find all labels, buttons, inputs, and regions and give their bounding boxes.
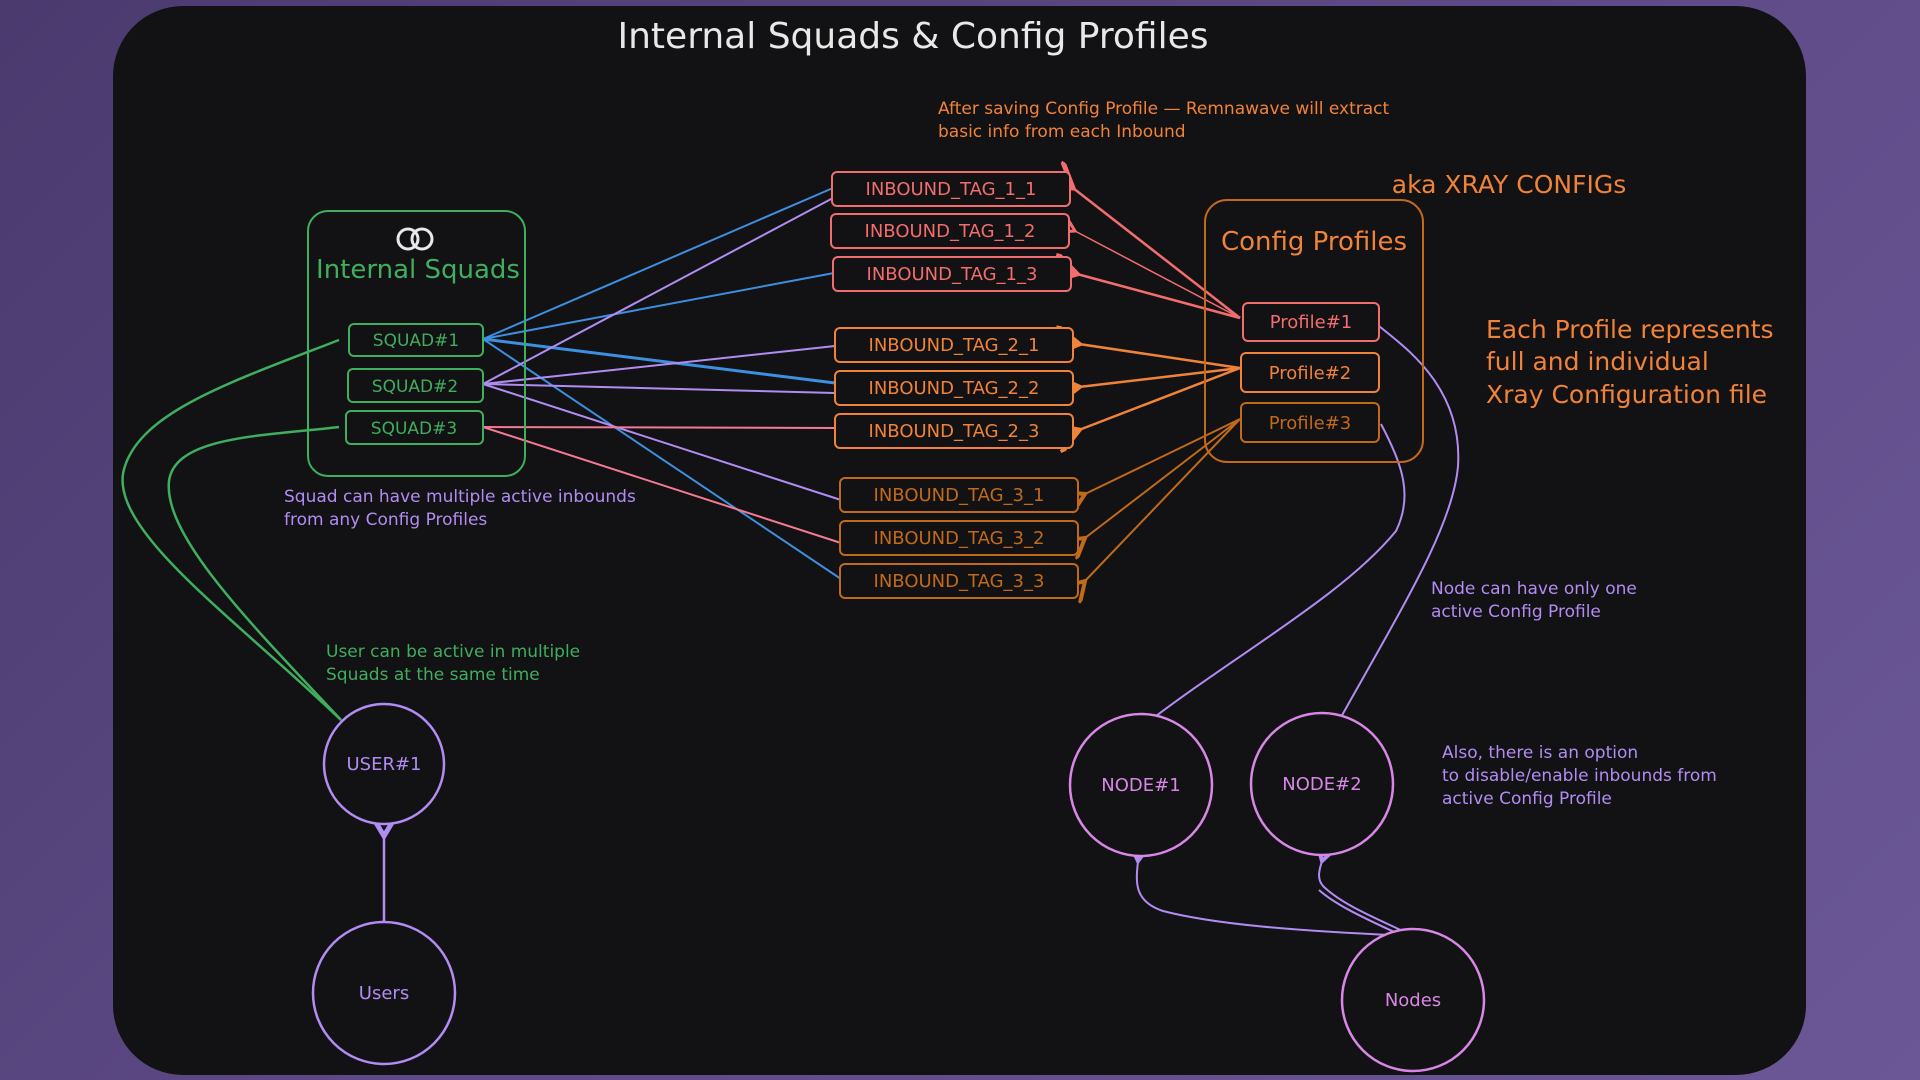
link-rings-icon — [396, 227, 434, 251]
svg-text:from any Config Profiles: from any Config Profiles — [284, 510, 487, 530]
link-squad2-inbound-2-1 — [482, 345, 836, 385]
users-label: Users — [359, 983, 409, 1004]
svg-text:to disable/enable inbounds fro: to disable/enable inbounds from — [1442, 766, 1717, 786]
svg-text:Squads at the same time: Squads at the same time — [326, 665, 540, 685]
link-squad1-inbound-1-1 — [482, 187, 834, 340]
squad-inbound-links — [482, 187, 842, 580]
inbound-label: INBOUND_TAG_3_3 — [874, 571, 1045, 592]
users-node[interactable]: Users — [311, 920, 457, 1066]
profile-3[interactable]: Profile#3 — [1240, 402, 1380, 443]
config-profiles-title: Config Profiles — [1221, 227, 1407, 257]
diagram-title: Internal Squads & Config Profiles — [618, 16, 1209, 57]
node-profile-links — [1142, 325, 1460, 727]
svg-text:active Config Profile: active Config Profile — [1431, 602, 1601, 622]
inbound-1-1[interactable]: INBOUND_TAG_1_1 — [831, 171, 1071, 207]
svg-text:Squad can have multiple active: Squad can have multiple active inbounds — [284, 487, 636, 507]
squad-2[interactable]: SQUAD#2 — [347, 368, 484, 403]
inbound-3-3[interactable]: INBOUND_TAG_3_3 — [839, 563, 1079, 599]
config-profiles-group: Config Profiles — [1204, 199, 1424, 463]
svg-text:Each Profile represents: Each Profile represents — [1486, 315, 1774, 344]
user-squad-links — [121, 338, 342, 721]
inbound-2-1[interactable]: INBOUND_TAG_2_1 — [834, 327, 1074, 363]
note-squad-inbounds: Squad can have multiple active inbounds … — [284, 487, 636, 530]
diagram-canvas: Internal Squads & Config Profiles — [113, 6, 1806, 1075]
inbound-3-1[interactable]: INBOUND_TAG_3_1 — [839, 477, 1079, 513]
link-squad1-inbound-3-3 — [482, 338, 842, 580]
nodes-label: Nodes — [1385, 990, 1441, 1011]
svg-text:active Config Profile: active Config Profile — [1442, 789, 1612, 809]
svg-text:User can be active in multiple: User can be active in multiple — [326, 642, 580, 662]
link-squad2-inbound-3-1 — [482, 383, 842, 501]
node1-node[interactable]: NODE#1 — [1068, 712, 1214, 858]
squad-3[interactable]: SQUAD#3 — [345, 410, 484, 445]
svg-text:Node can have only one: Node can have only one — [1431, 579, 1637, 599]
inbound-label: INBOUND_TAG_3_1 — [874, 485, 1045, 506]
inbound-label: INBOUND_TAG_2_3 — [869, 421, 1040, 442]
link-squad3-inbound-3-2 — [482, 426, 842, 544]
profile-label: Profile#1 — [1270, 312, 1353, 333]
profile-2[interactable]: Profile#2 — [1240, 352, 1380, 393]
inbound-1-3[interactable]: INBOUND_TAG_1_3 — [832, 256, 1072, 292]
inbound-label: INBOUND_TAG_2_1 — [869, 335, 1040, 356]
nodes-node[interactable]: Nodes — [1340, 927, 1486, 1073]
node1-label: NODE#1 — [1101, 775, 1180, 796]
squad-label: SQUAD#1 — [373, 331, 459, 351]
nodes-arrows — [1137, 861, 1414, 940]
inbound-label: INBOUND_TAG_1_1 — [866, 179, 1037, 200]
inbound-1-2[interactable]: INBOUND_TAG_1_2 — [830, 213, 1070, 249]
internal-squads-group: Internal Squads — [307, 210, 526, 477]
profile-inbound-arrows — [1073, 188, 1241, 581]
inbound-label: INBOUND_TAG_3_2 — [874, 528, 1045, 549]
svg-text:After saving Config Profile —: After saving Config Profile — Remnawave … — [938, 99, 1389, 119]
node2-label: NODE#2 — [1282, 774, 1361, 795]
squad-1[interactable]: SQUAD#1 — [348, 323, 484, 357]
profile-1[interactable]: Profile#1 — [1242, 302, 1380, 342]
link-squad2-inbound-2-2 — [482, 383, 836, 394]
note-each-profile: Each Profile represents full and individ… — [1486, 315, 1774, 409]
inbound-label: INBOUND_TAG_2_2 — [869, 378, 1040, 399]
user1-node[interactable]: USER#1 — [322, 702, 446, 826]
inbound-2-2[interactable]: INBOUND_TAG_2_2 — [834, 370, 1074, 406]
svg-text:Xray Configuration file: Xray Configuration file — [1486, 380, 1767, 409]
inbound-2-3[interactable]: INBOUND_TAG_2_3 — [834, 413, 1074, 449]
note-user-squads: User can be active in multiple Squads at… — [326, 642, 580, 685]
profile-label: Profile#2 — [1269, 363, 1352, 384]
inbound-label: INBOUND_TAG_1_3 — [867, 264, 1038, 285]
aka-xray-configs: aka XRAY CONFIGs — [1392, 170, 1626, 199]
svg-text:full and individual: full and individual — [1486, 347, 1709, 376]
squad-label: SQUAD#2 — [372, 377, 458, 397]
note-after-saving: After saving Config Profile — Remnawave … — [938, 99, 1389, 142]
svg-text:Also, there is an option: Also, there is an option — [1442, 743, 1638, 763]
node2-node[interactable]: NODE#2 — [1249, 711, 1395, 857]
squad-label: SQUAD#3 — [371, 419, 457, 439]
profile-label: Profile#3 — [1269, 413, 1352, 434]
link-squad1-inbound-2-2 — [482, 337, 836, 385]
note-also-option: Also, there is an option to disable/enab… — [1442, 743, 1717, 809]
note-node-profile: Node can have only one active Config Pro… — [1431, 579, 1637, 622]
link-squad1-inbound-1-3 — [482, 272, 835, 340]
diagram-svg: Internal Squads & Config Profiles — [121, 16, 1774, 1073]
link-squad2-inbound-1-1 — [482, 197, 834, 385]
internal-squads-title: Internal Squads — [316, 255, 520, 285]
inbound-3-2[interactable]: INBOUND_TAG_3_2 — [839, 520, 1079, 556]
link-squad3-inbound-2-3 — [482, 426, 836, 429]
inbound-label: INBOUND_TAG_1_2 — [865, 221, 1036, 242]
svg-text:basic info from each Inbound: basic info from each Inbound — [938, 122, 1186, 142]
user1-label: USER#1 — [346, 754, 421, 775]
